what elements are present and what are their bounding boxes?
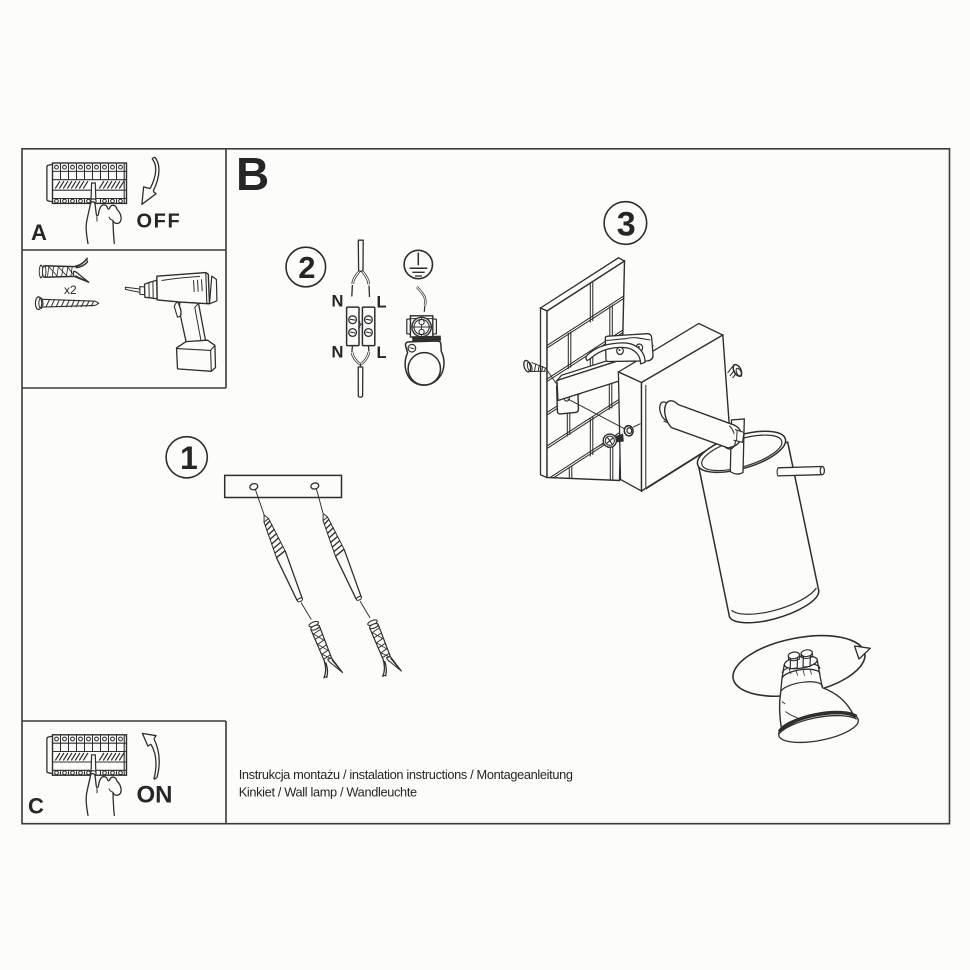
- step-3-badge: 3: [603, 200, 648, 246]
- bulb-body-drawing: [777, 660, 858, 735]
- step-1-drilling: 1: [165, 435, 403, 681]
- arrow-up-icon: [141, 732, 160, 780]
- screw-and-plug-right: [315, 488, 403, 679]
- step-2-badge: 2: [285, 246, 327, 288]
- plate-screw-drawing: [595, 433, 624, 449]
- arm-hinge-drawing: [733, 428, 745, 443]
- footer-line1: Instrukcja montażu / instalation instruc…: [239, 767, 573, 782]
- terminal-label-top-l: L: [377, 293, 387, 311]
- step-c-power-on: C ON: [28, 732, 173, 819]
- box-c-label: C: [28, 794, 44, 819]
- lamp-terminal-drawing: [404, 315, 445, 386]
- drill-drawing: [124, 271, 218, 372]
- terminal-label-top-n: N: [332, 292, 344, 310]
- outgoing-cable-drawing: [350, 345, 371, 398]
- plate-hole-drawing: [623, 423, 641, 437]
- box-a-status: OFF: [137, 210, 182, 232]
- breaker-panel-drawing-c: [46, 734, 128, 776]
- box-c-status: ON: [137, 781, 173, 808]
- anchor-drawing: [38, 257, 90, 284]
- bulb-pins-drawing: [787, 649, 813, 670]
- terminal-block-drawing: [345, 306, 376, 347]
- tools-quantity: x2: [64, 283, 77, 297]
- step-3-mounting: 3: [523, 200, 871, 744]
- pointing-hand-drawing-c: [85, 772, 122, 817]
- rotation-arrow-head: [853, 645, 871, 660]
- screw-drawing: [34, 296, 100, 311]
- step-a-power-off: A OFF: [31, 156, 182, 245]
- frame: [21, 148, 951, 825]
- step-1-number: 1: [180, 440, 198, 476]
- step-2-number: 2: [298, 250, 315, 285]
- bracket-strip-drawing: [585, 342, 646, 365]
- plate-side-screw-drawing: [727, 363, 743, 379]
- earth-wire-drawing: [415, 286, 427, 312]
- terminal-label-bottom-n: N: [332, 344, 344, 362]
- mains-cable-drawing: [351, 239, 371, 298]
- template-plate-drawing: [223, 474, 343, 499]
- bulb-drawing: [732, 634, 871, 744]
- terminal-label-bottom-l: L: [377, 344, 387, 362]
- section-b-label: B: [236, 148, 269, 200]
- arrow-down-icon: [141, 156, 160, 205]
- outer-border: [21, 148, 951, 825]
- breaker-panel-drawing: [46, 162, 128, 205]
- arm-assembly-drawing: [659, 400, 745, 475]
- pointing-hand-drawing: [85, 201, 122, 245]
- shade-drawing: [696, 430, 820, 624]
- earth-symbol-icon: [403, 249, 434, 280]
- footer-line2: Kinkiet / Wall lamp / Wandleuchte: [239, 784, 417, 799]
- assembly-guide-line: [567, 398, 625, 430]
- tools-box: x2: [34, 257, 218, 372]
- shade-pin-drawing: [776, 465, 826, 477]
- rotation-arrow-front-arc: [732, 634, 866, 679]
- screw-and-plug-left: [254, 489, 344, 681]
- step-3-number: 3: [617, 206, 636, 244]
- box-a-label: A: [31, 220, 47, 245]
- step-1-badge: 1: [165, 435, 209, 479]
- step-2-wiring: 2 N L N L: [285, 239, 445, 398]
- footer: Instrukcja montażu / instalation instruc…: [239, 767, 574, 799]
